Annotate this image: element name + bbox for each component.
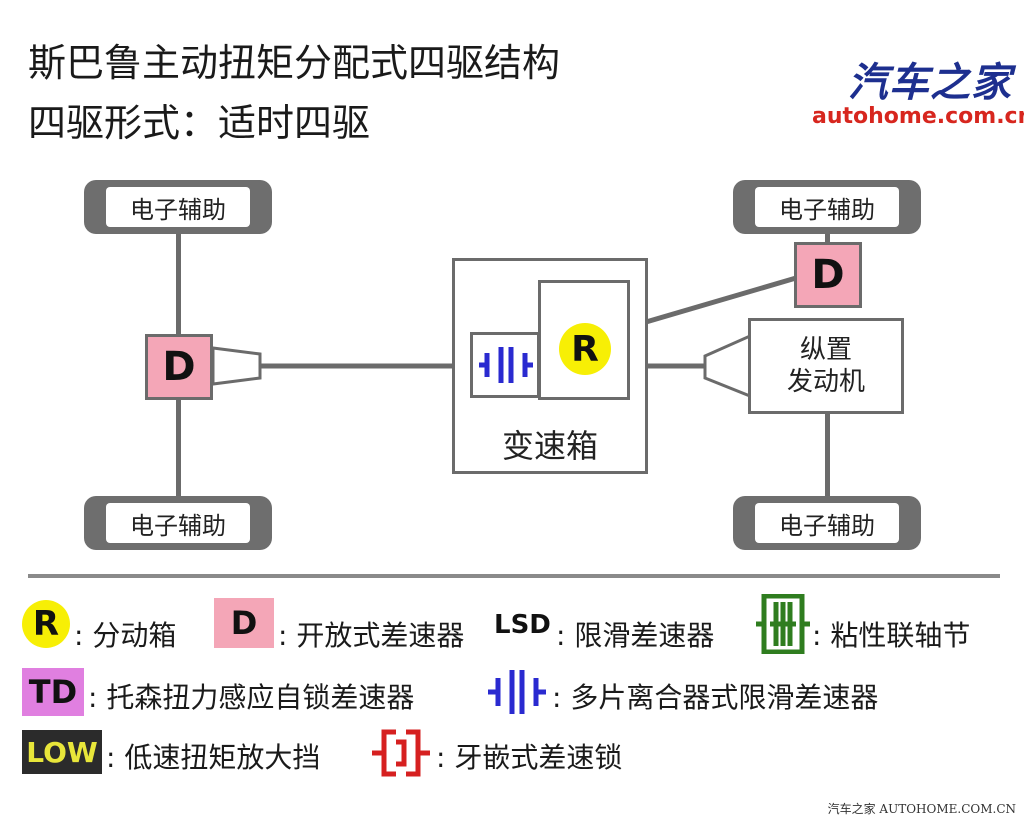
viscous-coupling-icon xyxy=(756,594,810,654)
legend-low-symbol: LOW xyxy=(22,730,102,774)
legend-r-text: : 分动箱 xyxy=(74,619,177,652)
transfer-case: R xyxy=(559,323,611,375)
tire-rear-left: 电子辅助 xyxy=(84,180,272,234)
legend-d-text: : 开放式差速器 xyxy=(278,619,465,652)
dog-clutch-icon xyxy=(372,729,430,777)
legend-viscous-text: : 粘性联轴节 xyxy=(812,619,971,652)
multiplate-clutch-icon xyxy=(479,347,533,383)
drivetrain-diagram: 电子辅助 电子辅助 电子辅助 电子辅助 D 变速箱 xyxy=(84,180,921,550)
front-differential: D xyxy=(794,242,862,308)
shaft-to-front-diff xyxy=(645,275,797,325)
engine: 纵置 发动机 xyxy=(748,318,904,414)
front-axle-lower xyxy=(825,412,830,500)
legend-d-symbol: D xyxy=(214,598,274,648)
title-line-2: 四驱形式：适时四驱 xyxy=(28,101,371,145)
footer-watermark: 汽车之家 AUTOHOME.COM.CN xyxy=(827,802,1016,816)
engine-label-line-1: 纵置 xyxy=(799,334,852,365)
legend-multiplate-text: : 多片离合器式限滑差速器 xyxy=(552,681,879,714)
engine-label-line-2: 发动机 xyxy=(786,367,865,397)
tire-label: 电子辅助 xyxy=(755,187,899,227)
legend-td-symbol: TD xyxy=(22,668,84,716)
tire-rear-right: 电子辅助 xyxy=(84,496,272,550)
gearbox-label: 变速箱 xyxy=(501,427,598,465)
multiplate-clutch-icon xyxy=(488,670,546,714)
title-line-1: 斯巴鲁主动扭矩分配式四驱结构 xyxy=(28,41,561,85)
legend-r-symbol: R xyxy=(22,600,70,648)
tire-label: 电子辅助 xyxy=(755,503,899,543)
transfer-case-box: R xyxy=(538,280,630,400)
legend-dog-text: : 牙嵌式差速锁 xyxy=(436,741,623,774)
tire-front-right: 电子辅助 xyxy=(733,496,921,550)
legend-lsd-symbol: LSD xyxy=(494,610,551,640)
legend-low-text: : 低速扭矩放大挡 xyxy=(106,741,321,774)
legend-td-text: : 托森扭力感应自锁差速器 xyxy=(88,681,415,714)
front-axle-upper xyxy=(825,230,830,250)
rear-funnel xyxy=(211,346,262,386)
tire-label: 电子辅助 xyxy=(106,187,250,227)
tire-front-left: 电子辅助 xyxy=(733,180,921,234)
center-clutch xyxy=(470,332,540,398)
logo-en: autohome.com.cn xyxy=(812,104,1024,129)
tire-label: 电子辅助 xyxy=(106,503,250,543)
divider xyxy=(28,574,1000,578)
rear-differential: D xyxy=(145,334,213,400)
legend-lsd-text: : 限滑差速器 xyxy=(556,619,715,652)
engine-funnel xyxy=(703,333,752,399)
logo-cn: 汽车之家 xyxy=(848,60,1012,106)
logo: 汽车之家 autohome.com.cn xyxy=(812,50,1024,129)
connection-lines xyxy=(211,275,797,399)
legend: R : 分动箱 D : 开放式差速器 LSD : 限滑差速器 : 粘性联轴节 T… xyxy=(0,590,1024,790)
